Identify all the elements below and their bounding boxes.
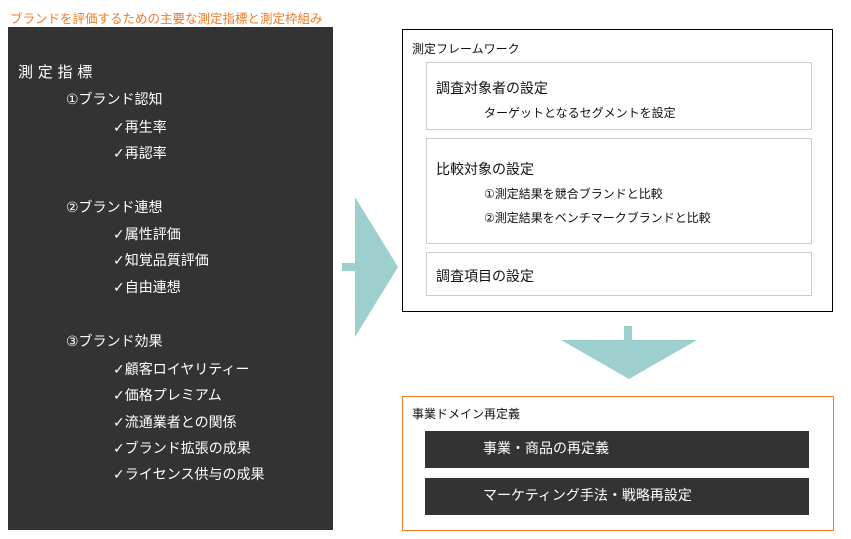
framework-box-respondents: 調査対象者の設定 ターゲットとなるセグメントを設定: [426, 62, 812, 130]
domain-item: 事業・商品の再定義: [425, 431, 809, 468]
metrics-panel: 測 定 指 標 ①ブランド認知 ✓再生率 ✓再認率 ②ブランド連想 ✓属性評価 …: [8, 27, 333, 530]
metrics-heading: 測 定 指 標: [18, 63, 93, 81]
domain-item-label: 事業・商品の再定義: [483, 441, 609, 457]
business-domain-redefinition: 事業ドメイン再定義 事業・商品の再定義 マーケティング手法・戦略再設定: [402, 396, 834, 531]
box-line: ②測定結果をベンチマークブランドと比較: [484, 211, 711, 225]
right-arrow-icon: [342, 197, 398, 337]
metric-item: ✓自由連想: [113, 280, 181, 296]
metric-item: ✓属性評価: [113, 227, 181, 243]
box-heading: 調査対象者の設定: [436, 81, 548, 97]
framework-box-items: 調査項目の設定: [426, 252, 812, 296]
domain-title: 事業ドメイン再定義: [412, 407, 521, 421]
metric-item: ✓顧客ロイヤリティー: [113, 362, 250, 378]
metric-item: ✓価格プレミアム: [113, 388, 222, 404]
down-arrow-icon: [561, 326, 697, 379]
metric-item: ✓知覚品質評価: [113, 253, 209, 269]
box-heading: 調査項目の設定: [436, 269, 534, 285]
group-label: ③ブランド効果: [66, 334, 163, 350]
framework-title: 測定フレームワーク: [412, 42, 520, 56]
metric-item: ✓再生率: [113, 120, 167, 136]
metric-item: ✓流通業者との関係: [113, 415, 237, 431]
measurement-framework: 測定フレームワーク 調査対象者の設定 ターゲットとなるセグメントを設定 比較対象…: [402, 29, 833, 312]
group-label: ②ブランド連想: [66, 200, 163, 216]
group-label: ①ブランド認知: [66, 92, 163, 108]
box-line: ターゲットとなるセグメントを設定: [484, 106, 676, 120]
domain-item: マーケティング手法・戦略再設定: [425, 478, 809, 515]
domain-item-label: マーケティング手法・戦略再設定: [483, 488, 692, 504]
metric-item: ✓再認率: [113, 146, 167, 162]
box-line: ①測定結果を競合ブランドと比較: [484, 187, 663, 201]
diagram-title: ブランドを評価するための主要な測定指標と測定枠組み: [10, 11, 323, 26]
framework-box-comparison: 比較対象の設定 ①測定結果を競合ブランドと比較 ②測定結果をベンチマークブランド…: [426, 138, 812, 244]
metric-item: ✓ライセンス供与の成果: [113, 467, 265, 483]
metric-item: ✓ブランド拡張の成果: [113, 441, 251, 457]
box-heading: 比較対象の設定: [436, 162, 534, 178]
